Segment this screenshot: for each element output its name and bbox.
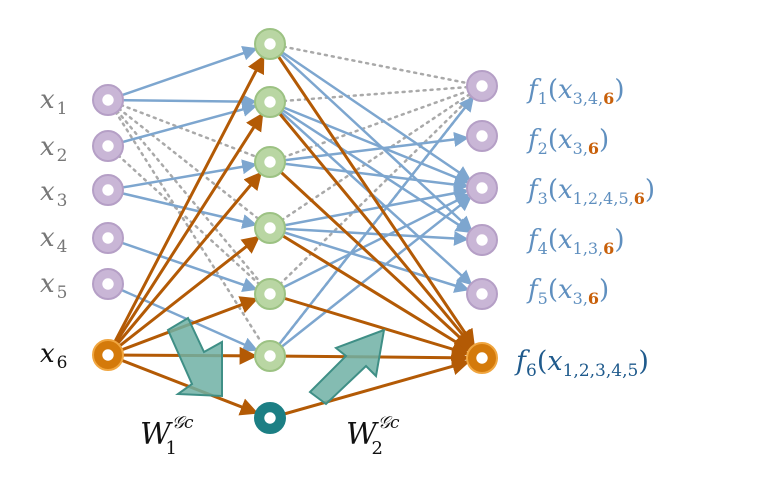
input-node-5 <box>92 268 124 300</box>
input-node-6-center <box>102 349 114 361</box>
hidden-f6-edge <box>268 42 476 348</box>
masked-edge <box>268 95 472 296</box>
hidden-node-teal <box>254 402 286 434</box>
input-node-2-center <box>102 140 114 152</box>
masked-edge <box>106 98 261 283</box>
hidden-f6-edge <box>268 160 473 350</box>
input-node-4 <box>92 222 124 254</box>
hidden-node-1-center <box>264 38 276 50</box>
output-labels: f1(x3,4,6) f2(x3,6) f3(x1,2,4,5,6) f4(x1… <box>514 75 655 381</box>
hidden-node-5-center <box>264 288 276 300</box>
masked-edge <box>106 144 260 285</box>
input-hidden-edge <box>106 188 258 229</box>
hidden-output-edge <box>268 96 474 358</box>
x6-hidden-edge <box>106 353 259 416</box>
hidden-node-3-center <box>264 156 276 168</box>
hidden-output-edge <box>268 100 470 185</box>
hidden-node-1 <box>254 28 286 60</box>
output-node-2-center <box>476 130 488 142</box>
masked-edge <box>268 85 468 104</box>
x6-hidden-edge <box>106 54 265 357</box>
input-node-3 <box>92 174 124 206</box>
masked-edge <box>106 98 263 344</box>
big-arrow-right <box>308 328 386 406</box>
hidden-output-edge <box>268 193 471 296</box>
big-arrow-left <box>166 316 223 398</box>
output-label-4: f4(x1,3,6) <box>526 225 624 258</box>
input-node-4-center <box>102 232 114 244</box>
output-label-6: f6(x1,2,3,4,5) <box>514 346 649 381</box>
hidden-output-edge <box>268 196 472 358</box>
hidden-output-edge <box>268 42 473 232</box>
masked-edge <box>268 90 469 164</box>
masked-edge <box>106 98 257 158</box>
hidden-node-4 <box>254 212 286 244</box>
hidden-node-4-center <box>264 222 276 234</box>
output-label-5: f5(x3,6) <box>526 275 609 308</box>
output-node-2 <box>466 120 498 152</box>
hidden-f6-edge <box>268 100 475 349</box>
masked-edge <box>268 42 468 85</box>
hidden-output-edge <box>268 131 470 164</box>
hidden-node-6 <box>254 340 286 372</box>
output-node-5 <box>466 278 498 310</box>
hidden-output-edge <box>268 42 472 181</box>
hidden-f6-edge <box>268 226 472 352</box>
output-node-4 <box>466 224 498 256</box>
nodes-layer <box>92 28 498 434</box>
input-node-1-center <box>102 94 114 106</box>
input-node-1 <box>92 84 124 116</box>
input-hidden-edge <box>106 236 258 292</box>
output-node-3-center <box>476 182 488 194</box>
output-node-1 <box>466 70 498 102</box>
input-hidden-edge <box>106 46 258 102</box>
input-hidden-edge <box>106 94 258 110</box>
hidden-node-6-center <box>264 350 276 362</box>
hidden-output-edge <box>268 100 472 233</box>
hidden-node-teal-center <box>264 412 276 424</box>
output-label-3: f3(x1,2,4,5,6) <box>526 175 655 208</box>
output-node-6-center <box>476 352 488 364</box>
hidden-output-edge <box>268 160 470 193</box>
hidden-node-2-center <box>264 96 276 108</box>
hidden-node-3 <box>254 146 286 178</box>
hidden-output-edge <box>268 185 470 230</box>
input-hidden-edge <box>106 102 258 148</box>
x6-hidden-edge <box>106 235 261 357</box>
output-node-1-center <box>476 80 488 92</box>
hidden-f6-edge <box>268 357 471 420</box>
masked-edge <box>268 93 470 230</box>
input-node-3-center <box>102 184 114 196</box>
x6-hidden-edge <box>106 112 264 357</box>
output-node-5-center <box>476 288 488 300</box>
x6-hidden-edge <box>106 171 263 357</box>
input-node-6 <box>92 339 124 371</box>
hidden-node-5 <box>254 278 286 310</box>
hidden-f6-edge <box>268 292 471 358</box>
input-node-5-center <box>102 278 114 290</box>
input-hidden-edge <box>106 282 259 352</box>
input-hidden-edge <box>106 159 258 192</box>
output-node-3 <box>466 172 498 204</box>
hidden-output-edge <box>268 226 470 246</box>
output-label-1: f1(x3,4,6) <box>526 75 624 108</box>
output-node-6 <box>466 342 498 374</box>
input-node-2 <box>92 130 124 162</box>
output-label-2: f2(x3,6) <box>526 125 609 158</box>
output-node-4-center <box>476 234 488 246</box>
hidden-output-edge <box>268 226 470 293</box>
blue-edges <box>106 42 474 358</box>
hidden-node-2 <box>254 86 286 118</box>
